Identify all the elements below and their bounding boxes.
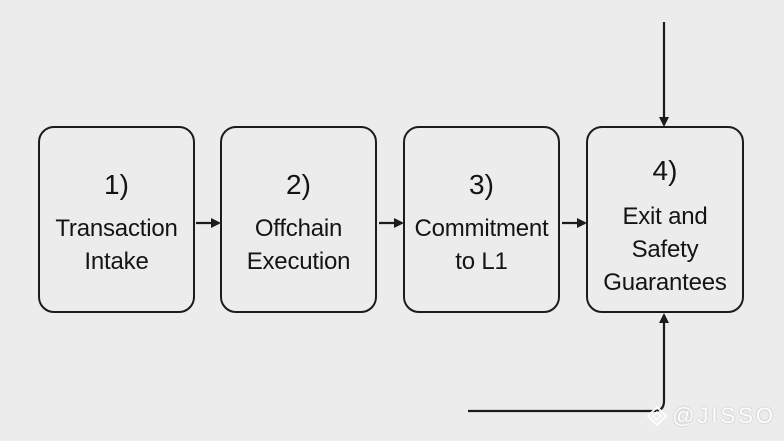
step-box-exit-and-safety-guarantees: 4) Exit and Safety Guarantees <box>586 126 744 313</box>
step-label: Offchain Execution <box>246 215 351 275</box>
step-box-commitment-to-l1: 3) Commitment to L1 <box>403 126 560 313</box>
step-number: 2) <box>286 169 311 200</box>
step-box-offchain-execution: 2) Offchain Execution <box>220 126 377 313</box>
arrow-bottom-into-4 <box>468 313 669 413</box>
step-label: Exit and Safety Guarantees <box>603 203 727 296</box>
step-label: Transaction Intake <box>55 215 178 275</box>
step-number: 3) <box>469 169 494 200</box>
watermark: @JISSO <box>646 403 776 429</box>
step-label: Commitment to L1 <box>414 215 549 275</box>
diamond-logo-icon <box>646 405 668 427</box>
step-box-transaction-intake: 1) Transaction Intake <box>38 126 195 313</box>
step-number: 1) <box>104 169 129 200</box>
step-number: 4) <box>652 155 678 186</box>
watermark-text: @JISSO <box>672 403 776 428</box>
